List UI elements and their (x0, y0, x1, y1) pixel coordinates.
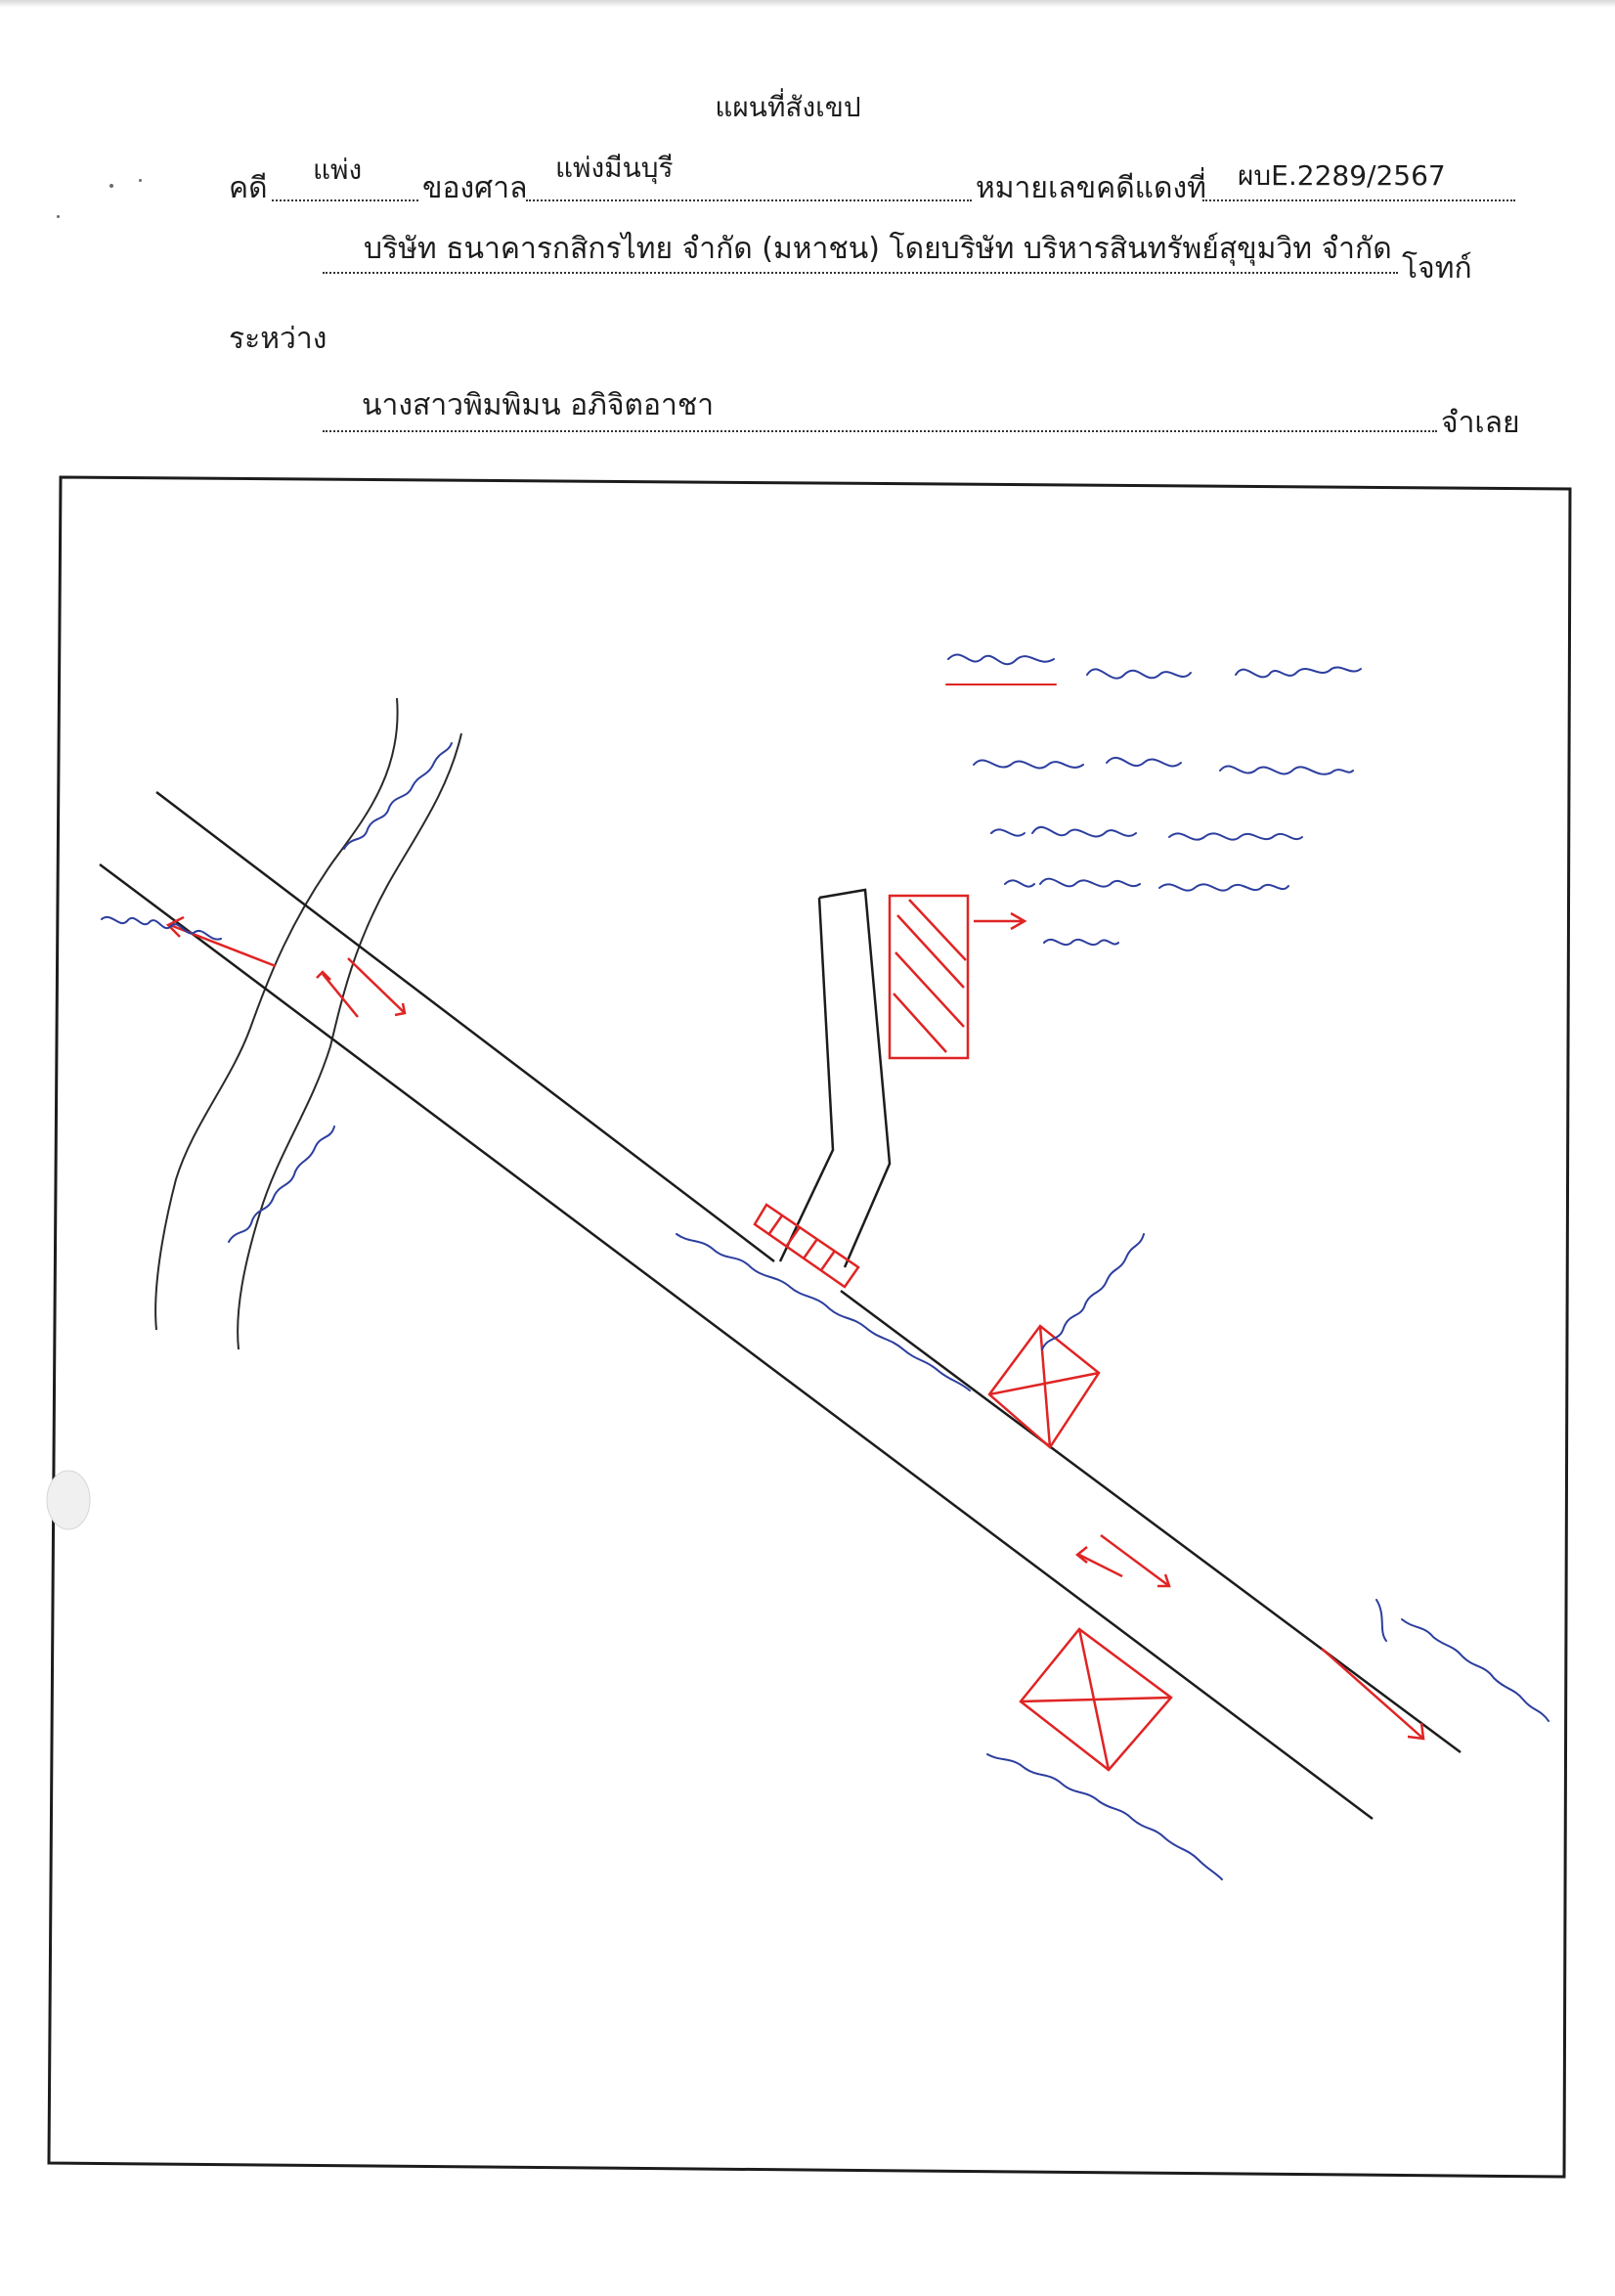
canal-bank-upper (154, 697, 399, 1331)
plaintiff-name: บริษัท ธนาคารกสิกรไทย จำกัด (มหาชน) โดยบ… (364, 232, 1392, 266)
court-label: ของศาล (422, 171, 528, 205)
case-no-dots (1202, 199, 1515, 201)
case-label: คดี (229, 171, 268, 205)
scan-speck (57, 215, 60, 218)
case-no: ผบE.2289/2567 (1238, 159, 1446, 192)
court-name-dots (526, 199, 972, 201)
court-name: แพ่งมีนบุรี (555, 152, 674, 184)
target-property-marker (888, 894, 1027, 1060)
scan-edge (0, 0, 1615, 8)
scan-speck (109, 184, 113, 188)
plaintiff-dots (323, 272, 1398, 274)
handwritten-notes (101, 653, 1550, 1880)
case-type-dots (272, 199, 418, 201)
case-type: แพ่ง (313, 154, 363, 186)
between-label: ระหว่าง (229, 322, 327, 356)
lane-junction-marker (753, 1203, 860, 1289)
defendant-dots (323, 430, 1437, 432)
road-edge-south (99, 862, 1374, 1821)
case-no-label: หมายเลขคดีแดงที่ (976, 171, 1206, 205)
road-edge-north (155, 791, 775, 1262)
defendant-name: นางสาวพิมพิมน อภิจิตอาชา (362, 388, 715, 422)
page-title: แผนที่สังเขป (715, 91, 861, 123)
landmark-marker (987, 1324, 1101, 1449)
defendant-label: จำเลย (1441, 406, 1520, 440)
side-lane (778, 888, 892, 1268)
map-frame (47, 475, 1572, 2179)
canal-bank-lower (237, 732, 462, 1350)
plaintiff-label: โจทก์ (1402, 251, 1472, 286)
scan-punch-hole (46, 1470, 91, 1530)
road-edge-north-east (840, 1289, 1462, 1754)
traffic-arrow (165, 915, 1425, 1741)
scan-speck (139, 179, 142, 182)
landmark-marker (1019, 1627, 1173, 1772)
